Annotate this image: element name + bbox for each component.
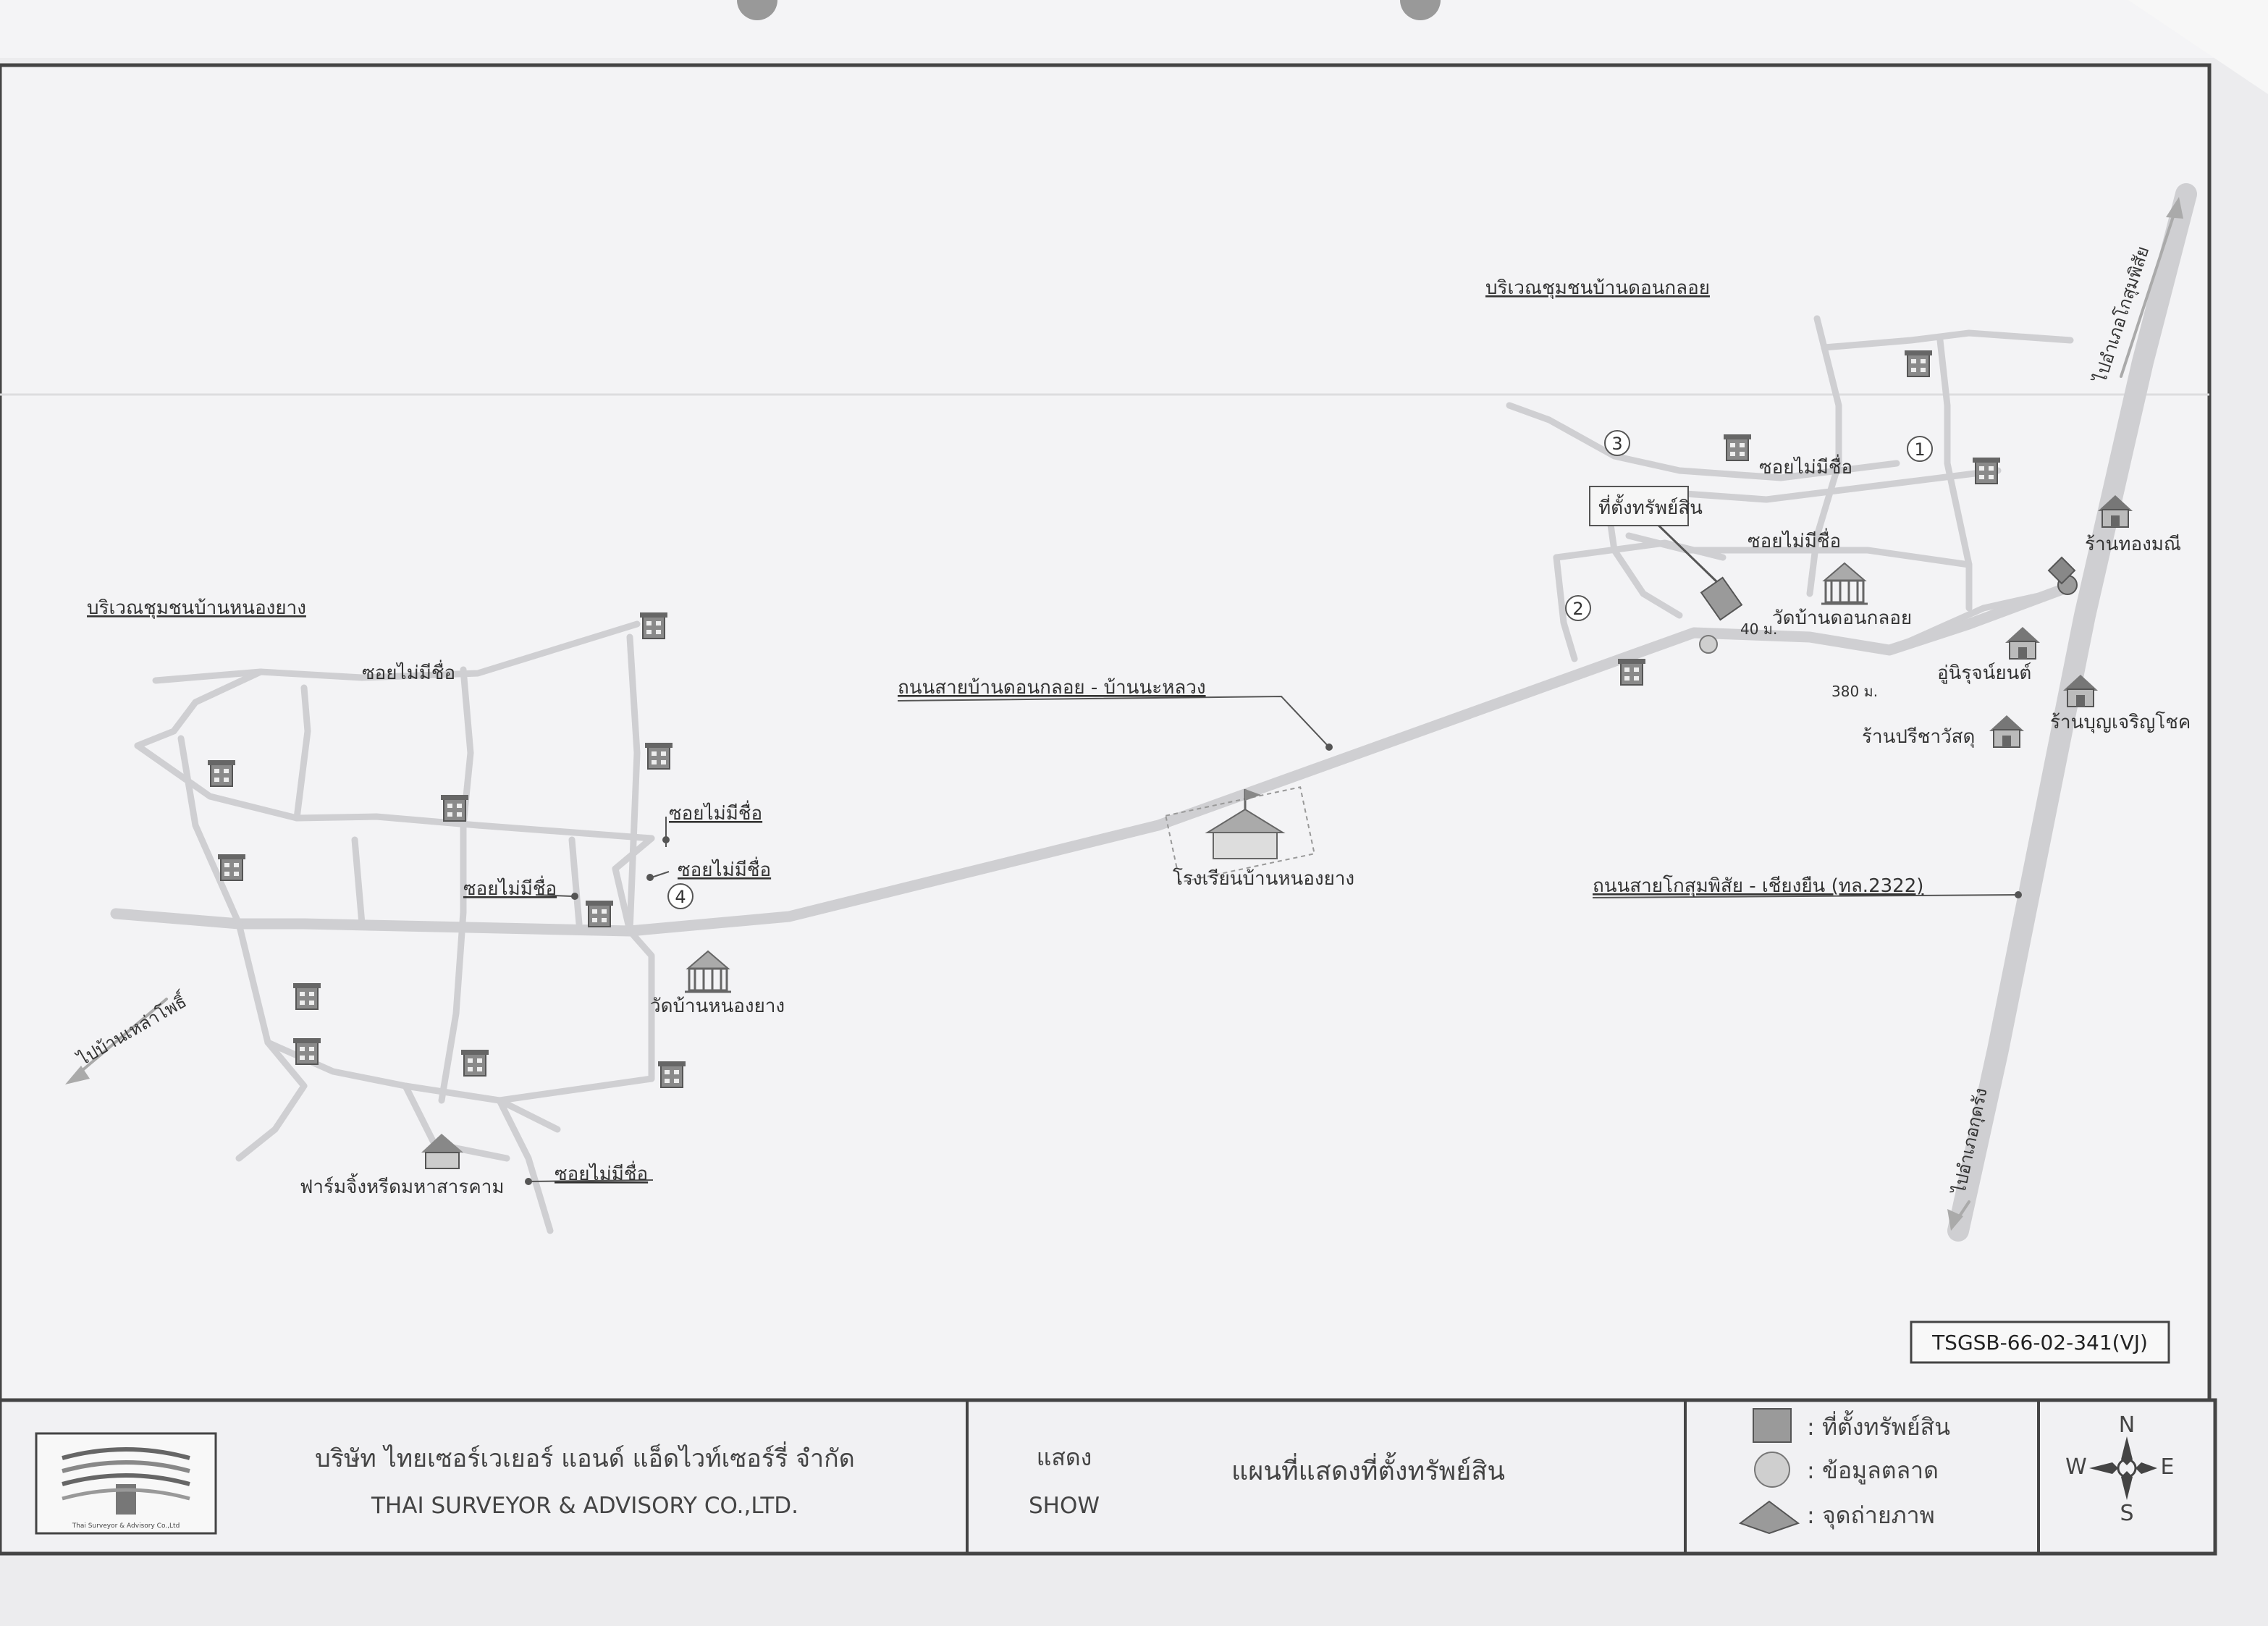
building-icon: [644, 742, 673, 770]
property-site-marker: [1589, 486, 1743, 621]
highway-2322: [1947, 183, 2197, 1242]
shop-boonjaroen-label: ร้านบุญเจริญโชค: [2050, 711, 2191, 733]
building-icon: [639, 612, 668, 639]
compass-rose: N S W E: [2065, 1412, 2174, 1526]
property-site-label: ที่ตั้งทรัพย์สิน: [1598, 494, 1703, 519]
map-frame: [0, 63, 2212, 1414]
road-network: [65, 183, 2197, 1242]
distance-380m-label: 380 ม.: [1831, 683, 1878, 700]
legend-photo-swatch: [1738, 1500, 1800, 1535]
community-label-don-klo: บริเวณชุมชนบ้านดอนกลอย: [1485, 277, 1710, 299]
building-icon: [657, 1061, 686, 1088]
wat-nong-yang-label: วัดบ้านหนองยาง: [650, 995, 785, 1017]
soi-label: ซอยไม่มีชื่อ: [555, 1160, 648, 1185]
farm-icon: [421, 1134, 463, 1169]
marker-1: 1: [1914, 439, 1925, 460]
building-icon: [1972, 457, 2001, 484]
binder-hole-right: [1400, 0, 1441, 20]
company-logo: Thai Surveyor & Advisory Co.,Ltd: [35, 1432, 217, 1535]
legend: : ที่ตั้งทรัพย์สิน : ข้อมูลตลาด : จุดถ่า…: [1738, 1408, 1950, 1535]
marker-4: 4: [675, 887, 686, 907]
market-data-marker: [1699, 635, 1718, 654]
garage-label: อู่นิรุจน์ยนต์: [1937, 662, 2031, 684]
construction-shop-label: ร้านปรีชาวัสดุ: [1862, 726, 1975, 748]
building-icon: [292, 1037, 321, 1065]
legend-property-swatch: [1753, 1408, 1792, 1443]
reference-code: TSGSB-66-02-341(VJ): [1931, 1331, 2148, 1355]
soi-label: ซอยไม่มีชื่อ: [1748, 528, 1841, 552]
reference-code-box: [1910, 1320, 2170, 1364]
company-name-th: บริษัท ไทยเซอร์เวเยอร์ แอนด์ แอ็ดไวท์เซอ…: [315, 1441, 855, 1473]
legend-property-label: : ที่ตั้งทรัพย์สิน: [1807, 1410, 1950, 1441]
building-icon: [440, 794, 469, 822]
legend-photo-label: : จุดถ่ายภาพ: [1807, 1501, 1935, 1530]
farm-label: ฟาร์มจิ้งหรีดมหาสารคาม: [300, 1173, 504, 1198]
building-icon: [1904, 350, 1933, 377]
compass-east: E: [2161, 1454, 2175, 1480]
photo-point-marker: [2047, 556, 2076, 585]
marker-2: 2: [1572, 599, 1583, 619]
building-icon: [217, 854, 246, 881]
compass-west: W: [2065, 1454, 2087, 1480]
company-name-en: THAI SURVEYOR & ADVISORY CO.,LTD.: [371, 1493, 798, 1519]
soi-label: ซอยไม่มีชื่อ: [362, 660, 455, 684]
photo-number-markers: 1 2 3 4: [667, 430, 1933, 909]
school: [1165, 786, 1315, 883]
compass-north: N: [2119, 1412, 2135, 1438]
show-label-th: แสดง: [1037, 1444, 1092, 1471]
soi-label: ซอยไม่มีชื่อ: [1759, 454, 1852, 479]
building-icon: [292, 982, 321, 1010]
building-icon: [207, 759, 236, 787]
soi-label: ซอยไม่มีชื่อ: [678, 856, 771, 881]
binder-hole-left: [737, 0, 777, 20]
building-icon: [1617, 658, 1646, 686]
title-block: Thai Surveyor & Advisory Co.,Ltd บริษัท …: [0, 1398, 2217, 1556]
compass-south: S: [2120, 1501, 2133, 1526]
marker-3: 3: [1611, 434, 1622, 454]
legend-market-swatch: [1754, 1452, 1790, 1488]
show-label-en: SHOW: [1029, 1493, 1100, 1519]
highway-label: ถนนสายโกสุมพิสัย - เชียงยืน (ทล.2322): [1593, 875, 1923, 897]
wat-don-klo-label: วัดบ้านดอนกลอย: [1772, 607, 1912, 629]
legend-market-label: : ข้อมูลตลาด: [1807, 1457, 1939, 1485]
school-label: โรงเรียนบ้านหนองยาง: [1173, 867, 1354, 890]
main-road-label: ถนนสายบ้านดอนกลอย - บ้านนะหลวง: [898, 677, 1206, 699]
shop-thongmanee-label: ร้านทองมณี: [2085, 534, 2181, 555]
logo-caption: Thai Surveyor & Advisory Co.,Ltd: [72, 1522, 180, 1530]
soi-label: ซอยไม่มีชื่อ: [669, 800, 762, 825]
building-icon: [1723, 434, 1752, 461]
community-label-nong-yang: บริเวณชุมชนบ้านหนองยาง: [87, 597, 306, 619]
map-title: แผนที่แสดงที่ตั้งทรัพย์สิน: [1231, 1452, 1505, 1486]
distance-40m-label: 40 ม.: [1740, 620, 1777, 638]
soi-label: ซอยไม่มีชื่อ: [463, 875, 557, 900]
building-icon: [460, 1049, 489, 1077]
building-icon: [585, 900, 614, 927]
